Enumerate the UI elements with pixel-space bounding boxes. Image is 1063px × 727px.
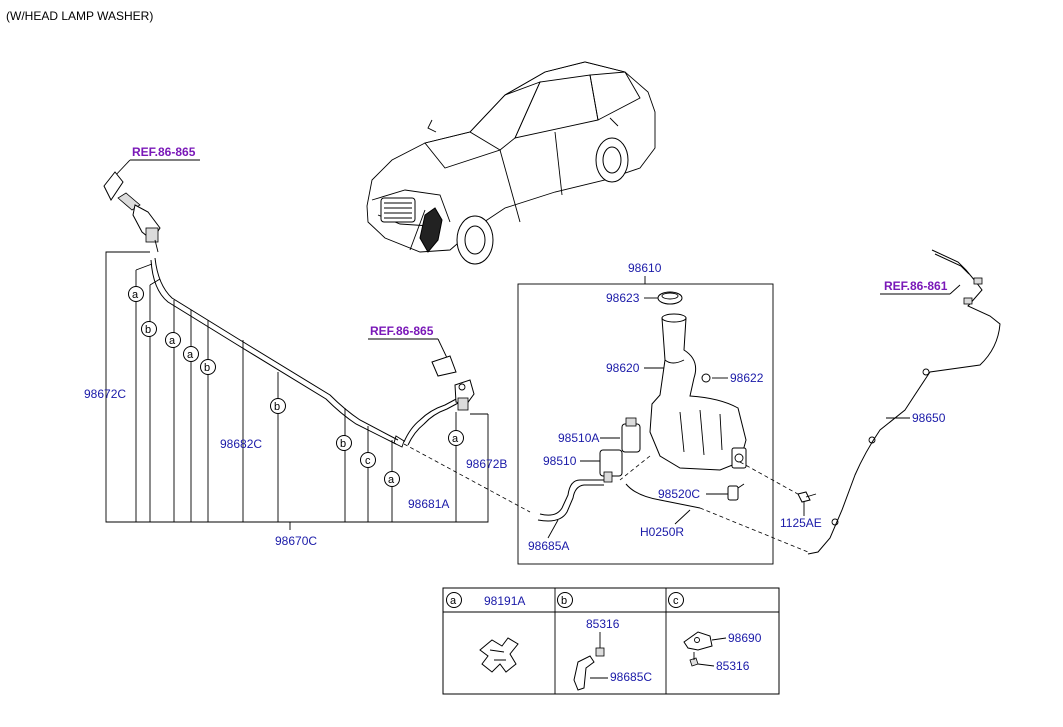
callout-a-2: a (165, 332, 181, 348)
callout-b-1: b (141, 321, 157, 337)
label-98672B[interactable]: 98672B (466, 457, 507, 471)
label-98610[interactable]: 98610 (628, 261, 662, 275)
callout-a-5: a (448, 430, 464, 446)
reservoir-tank (649, 313, 747, 471)
label-98681A[interactable]: 98681A (408, 497, 449, 511)
svg-text:b: b (274, 401, 280, 413)
label-98622[interactable]: 98622 (730, 371, 764, 385)
callout-a-3: a (183, 346, 199, 362)
diagram-title: (W/HEAD LAMP WASHER) (6, 9, 153, 23)
callout-a-1: a (128, 286, 144, 302)
ref-right-nozzle[interactable]: REF.86-865 (370, 324, 434, 338)
legend-b-part-1[interactable]: 85316 (586, 617, 620, 631)
label-98520C[interactable]: 98520C (658, 487, 700, 501)
washer-pump (599, 417, 641, 483)
callout-leaders (135, 263, 457, 522)
label-98623[interactable]: 98623 (606, 291, 640, 305)
reservoir-cap (657, 291, 683, 305)
label-H0250R[interactable]: H0250R (640, 525, 684, 539)
bolt-1125AE (797, 491, 817, 503)
reservoir-box (517, 283, 774, 565)
svg-text:c: c (365, 455, 371, 467)
svg-text:a: a (132, 289, 139, 301)
callout-a-4: a (384, 471, 400, 487)
label-1125AE[interactable]: 1125AE (780, 516, 822, 530)
ref-hose-route[interactable]: REF.86-861 (884, 279, 948, 293)
legend-a-part[interactable]: 98191A (484, 594, 525, 608)
svg-text:b: b (340, 438, 346, 450)
callout-b-3: b (270, 398, 286, 414)
legend-c-letter: c (673, 595, 679, 607)
level-sensor (727, 483, 745, 501)
right-nozzle-assembly (431, 355, 475, 411)
legend-c-part-1[interactable]: 98690 (728, 631, 762, 645)
label-98670C[interactable]: 98670C (275, 534, 317, 548)
label-98510A[interactable]: 98510A (558, 431, 599, 445)
callout-b-4: b (336, 435, 352, 451)
legend-b-part-2[interactable]: 98685C (610, 670, 652, 684)
legend-table: a 98191A b 85316 98685C c 98690 85316 (442, 587, 780, 695)
label-98510[interactable]: 98510 (543, 454, 577, 468)
svg-text:a: a (388, 474, 395, 486)
label-98620[interactable]: 98620 (606, 361, 640, 375)
washer-hose-98650 (807, 249, 1001, 555)
legend-c-part-2[interactable]: 85316 (716, 659, 750, 673)
bracket-98685C-icon (573, 632, 608, 691)
car-illustration (366, 61, 656, 265)
legend-a-letter: a (450, 595, 457, 607)
label-98685A[interactable]: 98685A (528, 539, 569, 553)
label-98682C[interactable]: 98682C (220, 437, 262, 451)
svg-text:b: b (145, 324, 151, 336)
left-nozzle-assembly (103, 171, 161, 253)
svg-text:a: a (452, 433, 459, 445)
legend-b-letter: b (561, 595, 567, 607)
bracket-98690-icon (683, 631, 727, 667)
svg-text:a: a (187, 349, 194, 361)
label-98672C[interactable]: 98672C (84, 387, 126, 401)
svg-text:b: b (204, 362, 210, 374)
label-98650[interactable]: 98650 (912, 411, 946, 425)
ref-left-nozzle[interactable]: REF.86-865 (132, 145, 196, 159)
callout-c-1: c (360, 452, 376, 468)
svg-text:a: a (169, 335, 176, 347)
callout-b-2: b (200, 359, 216, 375)
clip-98191A-icon (479, 637, 519, 673)
